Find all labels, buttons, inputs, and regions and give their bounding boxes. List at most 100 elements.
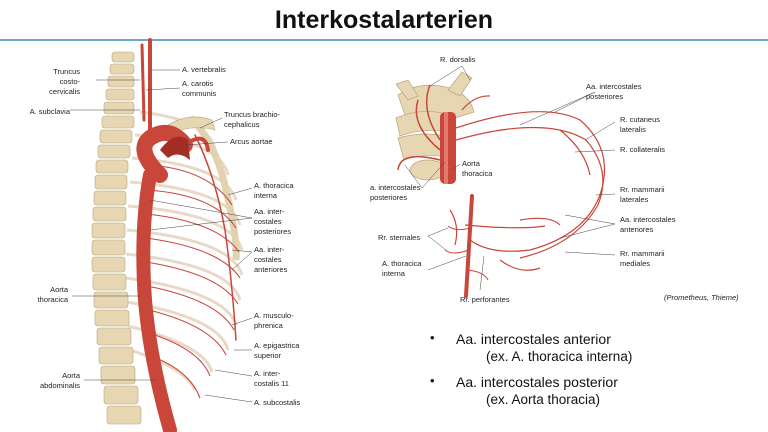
label-a-musculophrenica-2: phrenica <box>254 321 284 330</box>
svg-text:cervicalis: cervicalis <box>49 87 80 96</box>
label-rr-sternales: Rr. sternales <box>378 233 420 242</box>
label-aa-ic-post-1: Aa. inter- <box>254 207 285 216</box>
svg-text:Truncus: Truncus <box>53 67 80 76</box>
left-labels-left-side: Truncus costo- cervicalis A. subclavia A… <box>30 67 81 390</box>
label-a-thoracica-interna-2: interna <box>254 191 278 200</box>
label-a-carotis-1: A. carotis <box>182 79 214 88</box>
label-aorta-thoracica-r-2: thoracica <box>462 169 493 178</box>
svg-text:communis: communis <box>182 89 216 98</box>
label-rr-mammarii-med-1: Rr. mammarii <box>620 249 665 258</box>
svg-text:A. thoracica: A. thoracica <box>382 259 422 268</box>
bullet-sub-text: (ex. Aorta thoracia) <box>486 392 601 407</box>
label-a-musculophrenica-1: A. musculo- <box>254 311 294 320</box>
svg-text:mediales: mediales <box>620 259 650 268</box>
bullet-sub-text: (ex. A. thoracica interna) <box>486 349 633 364</box>
label-a-subcostalis: A. subcostalis <box>254 398 301 407</box>
svg-text:A. subcostalis: A. subcostalis <box>254 398 301 407</box>
svg-text:Arcus aortae: Arcus aortae <box>230 137 273 146</box>
svg-text:Aa. inter-: Aa. inter- <box>254 207 285 216</box>
label-a-thoracica-interna-r-1: A. thoracica <box>382 259 422 268</box>
svg-text:costo-: costo- <box>60 77 81 86</box>
svg-text:A. carotis: A. carotis <box>182 79 214 88</box>
svg-text:Aa. inter-: Aa. inter- <box>254 245 285 254</box>
svg-text:cephalicus: cephalicus <box>224 120 260 129</box>
svg-text:Aa. intercostales: Aa. intercostales <box>620 215 676 224</box>
label-a-thoracica-interna-r-2: interna <box>382 269 406 278</box>
label-a-ic-posteriores-1: a. intercostales <box>370 183 421 192</box>
svg-text:Aorta: Aorta <box>62 371 81 380</box>
svg-text:interna: interna <box>254 191 278 200</box>
label-aa-ic-post-2: costales <box>254 217 282 226</box>
label-a-carotis-2: communis <box>182 89 216 98</box>
svg-text:Aorta: Aorta <box>462 159 481 168</box>
bullet-main-text: Aa. intercostales posterior <box>456 374 618 390</box>
label-a-vertebralis: A. vertebralis <box>182 65 226 74</box>
left-anatomy-illustration <box>91 38 244 432</box>
label-aa-ic-post-3: posteriores <box>254 227 291 236</box>
bullet-main-text: Aa. intercostales anterior <box>456 331 611 347</box>
label-r-collateralis: R. collateralis <box>620 145 665 154</box>
title-divider <box>0 39 768 41</box>
svg-text:A. inter-: A. inter- <box>254 369 281 378</box>
image-credit: (Prometheus, Thieme) <box>664 293 739 302</box>
svg-text:A. thoracica: A. thoracica <box>254 181 294 190</box>
label-aa-ic-ant-1: Aa. inter- <box>254 245 285 254</box>
label-aorta-abdominalis-2: abdominalis <box>40 381 80 390</box>
label-a-thoracica-interna-1: A. thoracica <box>254 181 294 190</box>
label-rr-perforantes: Rr. perforantes <box>460 295 510 304</box>
svg-text:Rr. mammarii: Rr. mammarii <box>620 249 665 258</box>
label-a-subclavia: A. subclavia <box>30 107 71 116</box>
label-truncus-1: Truncus <box>53 67 80 76</box>
label-rr-mammarii-med-2: mediales <box>620 259 650 268</box>
right-labels: R. dorsalis Aa. intercostales posteriore… <box>370 55 676 304</box>
label-aa-ic-ant-2: costales <box>254 255 282 264</box>
svg-text:Rr. perforantes: Rr. perforantes <box>460 295 510 304</box>
svg-text:abdominalis: abdominalis <box>40 381 80 390</box>
svg-text:Truncus brachio-: Truncus brachio- <box>224 110 280 119</box>
right-anatomy-illustration <box>395 71 606 298</box>
label-r-cutaneus-2: lateralis <box>620 125 646 134</box>
svg-text:costalis 11: costalis 11 <box>254 379 289 388</box>
svg-text:Aorta: Aorta <box>50 285 69 294</box>
svg-text:costales: costales <box>254 255 282 264</box>
label-aa-ic-anteriores-1: Aa. intercostales <box>620 215 676 224</box>
bullet-item: • Aa. intercostales posterior (ex. Aorta… <box>430 373 632 408</box>
svg-text:Rr. sternales: Rr. sternales <box>378 233 420 242</box>
svg-text:posteriores: posteriores <box>586 92 623 101</box>
svg-text:R. dorsalis: R. dorsalis <box>440 55 476 64</box>
svg-text:anteriores: anteriores <box>254 265 288 274</box>
svg-text:A. subclavia: A. subclavia <box>30 107 71 116</box>
label-a-ic-posteriores-2: posteriores <box>370 193 407 202</box>
svg-text:posteriores: posteriores <box>370 193 407 202</box>
label-rr-mammarii-lat-2: laterales <box>620 195 649 204</box>
svg-text:a. intercostales: a. intercostales <box>370 183 421 192</box>
svg-text:phrenica: phrenica <box>254 321 284 330</box>
label-aa-ic-anteriores-2: anteriores <box>620 225 654 234</box>
svg-text:R. cutaneus: R. cutaneus <box>620 115 660 124</box>
label-truncus-brachio-1: Truncus brachio- <box>224 110 280 119</box>
svg-text:A. vertebralis: A. vertebralis <box>182 65 226 74</box>
label-r-cutaneus-1: R. cutaneus <box>620 115 660 124</box>
label-aorta-abdominalis-1: Aorta <box>62 371 81 380</box>
svg-text:lateralis: lateralis <box>620 125 646 134</box>
svg-text:R. collateralis: R. collateralis <box>620 145 665 154</box>
label-truncus-brachio-2: cephalicus <box>224 120 260 129</box>
label-a-intercostalis-11-1: A. inter- <box>254 369 281 378</box>
label-rr-mammarii-lat-1: Rr. mammarii <box>620 185 665 194</box>
label-a-intercostalis-11-2: costalis 11 <box>254 379 289 388</box>
svg-text:Rr. mammarii: Rr. mammarii <box>620 185 665 194</box>
bullet-item: • Aa. intercostales anterior (ex. A. tho… <box>430 330 632 365</box>
bullet-dot: • <box>430 373 435 388</box>
svg-text:laterales: laterales <box>620 195 649 204</box>
label-arcus-aortae: Arcus aortae <box>230 137 273 146</box>
label-truncus-2: costo- <box>60 77 81 86</box>
label-aorta-thoracica-2: thoracica <box>38 295 69 304</box>
label-aa-ic-posteriores-2: posteriores <box>586 92 623 101</box>
svg-text:costales: costales <box>254 217 282 226</box>
label-a-epigastrica-1: A. epigastrica <box>254 341 300 350</box>
label-aorta-thoracica-1: Aorta <box>50 285 69 294</box>
bullet-list: • Aa. intercostales anterior (ex. A. tho… <box>430 330 632 416</box>
svg-text:superior: superior <box>254 351 282 360</box>
svg-text:A. musculo-: A. musculo- <box>254 311 294 320</box>
